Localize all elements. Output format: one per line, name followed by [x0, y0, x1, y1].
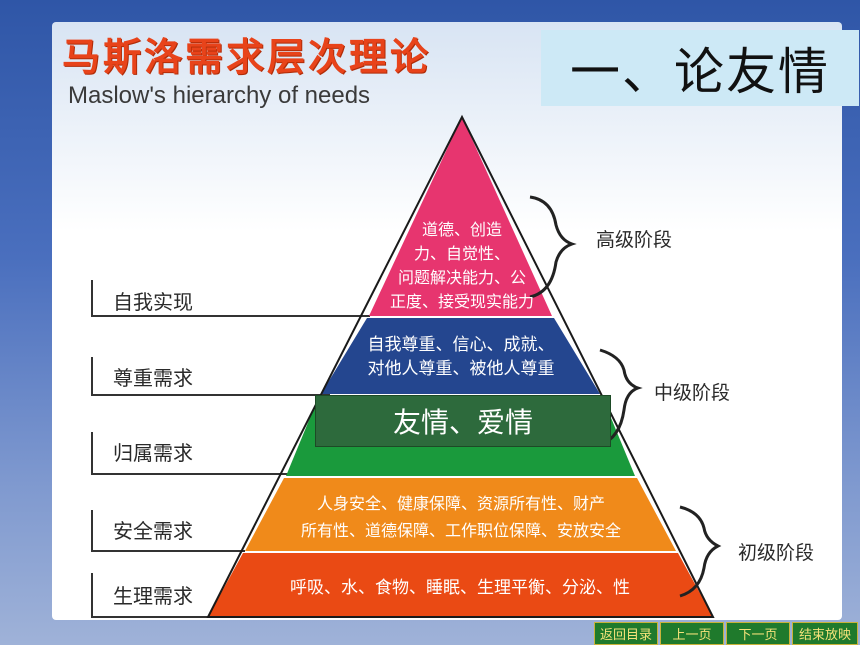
tier-text-physiological: 呼吸、水、食物、睡眠、生理平衡、分泌、性 — [250, 576, 670, 600]
level-line-esteem — [91, 357, 330, 396]
tier-text-safety-line: 所有性、道德保障、工作职位保障、安放安全 — [300, 521, 621, 540]
brace-low — [679, 505, 722, 598]
level-label-self-actualization: 自我实现 — [113, 290, 193, 314]
nav-end-button[interactable]: 结束放映 — [792, 622, 858, 645]
belonging-overlay: 友情、爱情 — [315, 395, 611, 447]
nav-back-button[interactable]: 返回目录 — [594, 622, 658, 645]
tier-physiological — [208, 553, 713, 617]
level-label-belonging: 归属需求 — [113, 441, 193, 465]
level-label-physiological: 生理需求 — [113, 584, 193, 608]
tier-text-esteem-line: 自我尊重、信心、成就、 — [367, 335, 555, 355]
level-label-esteem: 尊重需求 — [113, 366, 193, 390]
tier-safety — [245, 478, 676, 551]
tier-text-self-line: 问题解决能力、公 — [397, 268, 526, 287]
brace-middle — [599, 348, 643, 447]
tier-text-self: 道德、创造 力、自觉性、 问题解决能力、公 正度、接受现实能力 — [362, 218, 562, 314]
level-line-belonging — [91, 432, 290, 475]
title-chinese: 马斯洛需求层次理论 — [62, 35, 432, 79]
tier-esteem — [321, 318, 600, 394]
stage-label-middle: 中级阶段 — [654, 382, 731, 404]
level-label-safety: 安全需求 — [113, 519, 193, 543]
stage-label-low: 初级阶段 — [738, 542, 815, 564]
tier-text-esteem: 自我尊重、信心、成就、 对他人尊重、被他人尊重 — [330, 333, 592, 381]
section-heading: 一、论友情 — [570, 43, 830, 101]
level-line-self — [91, 280, 370, 317]
section-heading-box: 一、论友情 — [541, 30, 859, 106]
title-english: Maslow's hierarchy of needs — [68, 82, 371, 109]
nav-prev-button[interactable]: 上一页 — [660, 622, 724, 645]
pyramid-outline — [206, 114, 715, 618]
belonging-overlay-text: 友情、爱情 — [392, 406, 533, 439]
tier-text-esteem-line: 对他人尊重、被他人尊重 — [367, 359, 555, 379]
level-line-safety — [91, 510, 245, 552]
level-line-physiological — [91, 573, 210, 618]
brace-high — [529, 195, 577, 299]
tier-text-self-line: 道德、创造 — [421, 220, 502, 239]
tier-self-actualization — [369, 117, 552, 316]
tier-text-safety: 人身安全、健康保障、资源所有性、财产 所有性、道德保障、工作职位保障、安放安全 — [262, 490, 660, 544]
tier-text-self-line: 正度、接受现实能力 — [389, 292, 534, 311]
stage-label-high: 高级阶段 — [596, 229, 673, 251]
nav-next-button[interactable]: 下一页 — [726, 622, 790, 645]
tier-text-self-line: 力、自觉性、 — [413, 244, 510, 263]
tier-text-physiological-line: 呼吸、水、食物、睡眠、生理平衡、分泌、性 — [290, 578, 630, 598]
tier-text-safety-line: 人身安全、健康保障、资源所有性、财产 — [316, 494, 605, 513]
